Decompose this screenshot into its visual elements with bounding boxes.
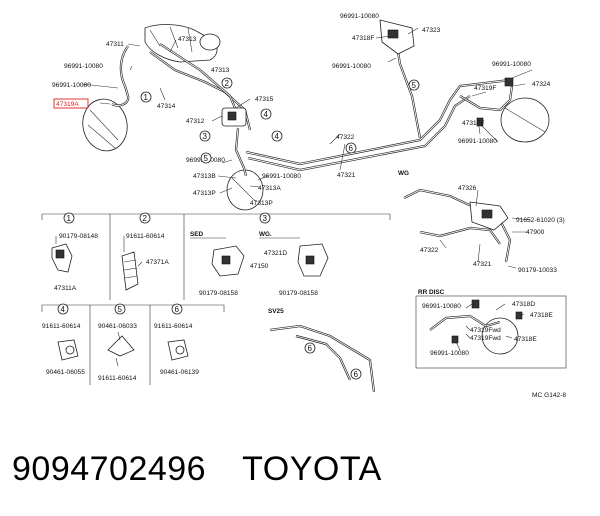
detail-1-num: 1 xyxy=(67,214,72,223)
main-callouts: 1 2 4 3 4 5 6 5 xyxy=(140,77,420,164)
detail-3-wg: WG. xyxy=(259,231,272,238)
label-96991-f: 96991-10080 xyxy=(332,63,371,70)
label-47313-b: 47313 xyxy=(211,67,230,74)
sv25-callout-2: 6 xyxy=(354,370,359,379)
detail-6-bolt: 91611-60614 xyxy=(154,323,193,330)
label-96991-e: 96991-10080 xyxy=(340,13,379,20)
label-47311: 47311 xyxy=(106,41,124,48)
rr-disc-inset: RR DISC 96991-10080 47318D 47318E 47319F… xyxy=(415,289,567,369)
wg-label-90179: 90179-10033 xyxy=(518,267,557,274)
label-47317f: 47317F xyxy=(462,120,484,127)
rr-label-4: 47319Fwd xyxy=(470,327,501,334)
detail-boxes-row1: 1 90179-08148 47311A 2 91611-60614 47371… xyxy=(41,212,391,300)
front-left-assembly xyxy=(81,24,269,211)
detail-6-num: 6 xyxy=(175,305,180,314)
rear-labels: 47322 47321 96991-10080 47323 47318F 969… xyxy=(332,13,551,179)
detail-3-p1: 47150 xyxy=(250,263,269,270)
label-47319a: 47319A xyxy=(56,101,79,108)
label-47313p: 47313P xyxy=(193,190,216,197)
label-47321: 47321 xyxy=(337,172,356,179)
detail-3-p2: 47321D xyxy=(264,250,287,257)
wg-title: WG xyxy=(398,170,409,177)
label-47314: 47314 xyxy=(157,103,176,110)
label-47319f: 47319F xyxy=(474,85,496,92)
rear-assembly xyxy=(245,19,550,172)
detail-3-c2: 90179-08158 xyxy=(279,290,318,297)
wg-label-47321: 47321 xyxy=(473,261,492,268)
sv25-title: SV25 xyxy=(268,308,284,315)
label-96991-d: 96991-10080 xyxy=(262,173,301,180)
label-47318f: 47318F xyxy=(352,35,374,42)
detail-boxes-row2: 4 91611-60614 90461-06055 5 90461-06033 … xyxy=(41,303,225,385)
callout-5: 5 xyxy=(204,154,209,163)
diagram-code: MC G142-8 xyxy=(532,392,566,399)
detail-3-num: 3 xyxy=(263,214,268,223)
rr-label-7: 96991-10080 xyxy=(430,350,469,357)
detail-5-top: 90461-06033 xyxy=(98,323,137,330)
label-47313: 47313 xyxy=(178,36,197,43)
callout-4b: 4 xyxy=(275,132,280,141)
wg-label-47322: 47322 xyxy=(420,247,439,254)
rr-label-6: 47318E xyxy=(514,336,537,343)
detail-6-clip: 90461-06139 xyxy=(160,369,199,376)
detail-3-c1: 90179-08158 xyxy=(199,290,238,297)
detail-1-part: 47311A xyxy=(54,285,77,292)
sv25-callout-1: 6 xyxy=(308,344,313,353)
label-47324: 47324 xyxy=(532,81,551,88)
rr-label-1: 96991-10080 xyxy=(422,303,461,310)
label-96991-g: 96991-10080 xyxy=(492,61,531,68)
label-47312: 47312 xyxy=(186,118,205,125)
rr-label-5: 47319Fwd xyxy=(470,335,501,342)
brake-line-diagram: 47311 47313 96991-10080 96991-10080 4731… xyxy=(41,13,567,399)
callout-1: 1 xyxy=(144,93,149,102)
label-96991-b: 96991-10080 xyxy=(52,82,91,89)
wg-label-47326: 47326 xyxy=(458,185,477,192)
part-caption: 9094702496 TOYOTA xyxy=(12,450,382,489)
label-96991-h: 96991-10080 xyxy=(458,138,497,145)
highlight-box xyxy=(53,98,89,109)
rr-label-3: 47318E xyxy=(530,312,553,319)
brand-name: TOYOTA xyxy=(242,450,382,488)
label-47313b: 47313B xyxy=(193,173,216,180)
detail-3-sed: SED xyxy=(190,231,204,238)
label-47313p-2: 47313P xyxy=(250,200,273,207)
label-96991-a: 96991-10080 xyxy=(64,63,103,70)
callout-6a: 6 xyxy=(349,144,354,153)
detail-4-bolt: 91611-60614 xyxy=(42,323,81,330)
detail-1-clip: 90179-08148 xyxy=(59,233,98,240)
callout-4a: 4 xyxy=(264,110,269,119)
label-47323: 47323 xyxy=(422,27,441,34)
detail-2-num: 2 xyxy=(143,214,148,223)
detail-5-num: 5 xyxy=(118,305,123,314)
detail-5-bolt: 91611-60614 xyxy=(98,375,137,382)
detail-4-clip: 90461-06055 xyxy=(46,369,85,376)
rr-disc-title: RR DISC xyxy=(418,289,445,296)
wg-label-91652: 91652-61020 (3) xyxy=(516,217,565,224)
callout-3: 3 xyxy=(203,132,208,141)
wg-label-47900: 47900 xyxy=(526,229,545,236)
detail-2-part: 47371A xyxy=(146,259,169,266)
callout-5b: 5 xyxy=(412,81,417,90)
label-47313a: 47313A xyxy=(258,185,281,192)
part-number: 9094702496 xyxy=(12,450,207,488)
callout-2: 2 xyxy=(225,79,230,88)
detail-2-bolt: 91611-60614 xyxy=(126,233,165,240)
rr-label-2: 47318D xyxy=(512,301,535,308)
label-47322: 47322 xyxy=(336,134,355,141)
label-47315: 47315 xyxy=(255,96,274,103)
wg-inset: WG 47326 91652-61020 (3) 47900 47322 473… xyxy=(398,170,565,274)
sv25-inset: SV25 6 6 xyxy=(268,308,376,393)
detail-4-num: 4 xyxy=(61,305,66,314)
